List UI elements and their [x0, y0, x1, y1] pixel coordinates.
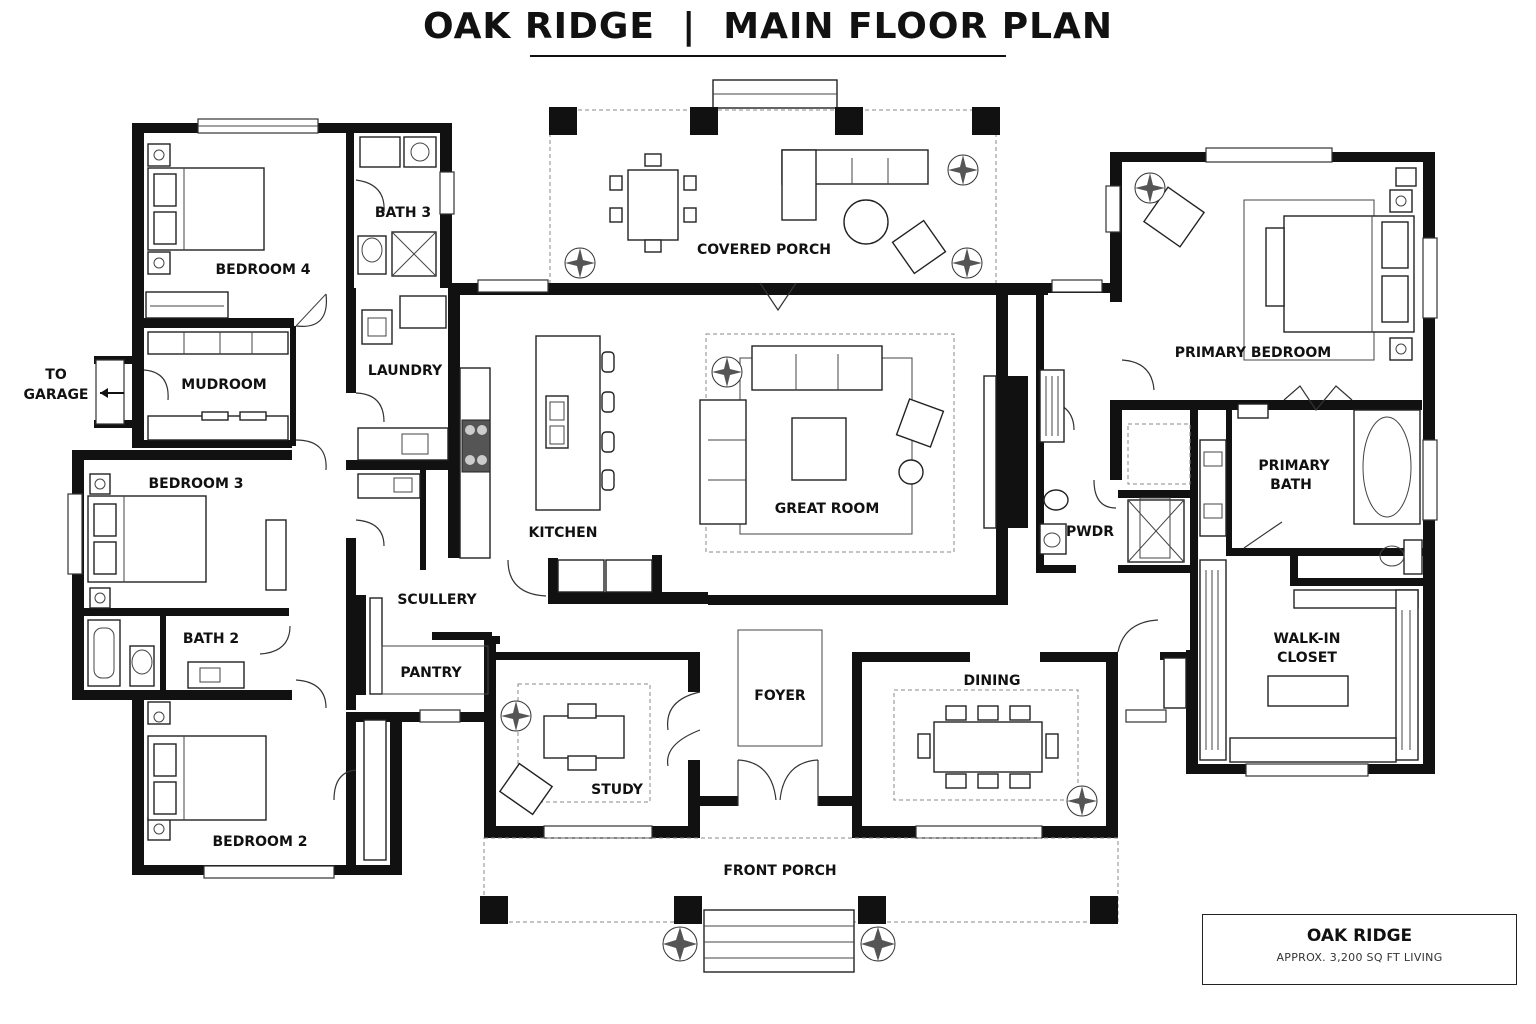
desk — [543, 715, 625, 759]
room-label-laundry: LAUNDRY — [368, 363, 443, 379]
label-to-garage-line2: GARAGE — [24, 387, 89, 403]
armchair — [498, 762, 554, 816]
great-room: GREAT ROOM COVERED PORCH — [697, 242, 1028, 553]
foyer: FOYER — [737, 629, 823, 747]
dining: DINING — [893, 673, 1098, 817]
study: STUDY — [498, 683, 651, 816]
room-label-covered-porch: COVERED PORCH — [697, 242, 831, 258]
plant-icon — [1066, 785, 1098, 817]
bedroom-2: BEDROOM 2 — [147, 701, 387, 861]
title-block-name: OAK RIDGE — [1306, 926, 1413, 946]
room-label-pantry: PANTRY — [400, 665, 462, 681]
kitchen: KITCHEN — [459, 335, 653, 593]
room-label-dining: DINING — [964, 673, 1021, 689]
plant-icon — [860, 926, 896, 962]
pantry: PANTRY — [369, 597, 489, 695]
scullery: SCULLERY — [357, 473, 477, 608]
porch-armchair — [891, 219, 947, 275]
primary-bedroom: PRIMARY BEDROOM — [1134, 167, 1417, 361]
dresser — [265, 519, 287, 591]
room-label-primary-bath-line2: BATH — [1270, 477, 1312, 493]
room-label-great-room: GREAT ROOM — [775, 501, 880, 517]
windows — [67, 118, 1438, 879]
walls — [72, 123, 1435, 875]
nightstand — [147, 143, 171, 167]
title-block-area: APPROX. 3,200 SQ FT LIVING — [1276, 951, 1443, 964]
bathtub — [87, 619, 121, 687]
plant-icon — [951, 247, 983, 279]
primary-bath: PRIMARY BATH — [1127, 403, 1423, 575]
room-label-bath-2: BATH 2 — [183, 631, 239, 647]
plant-icon — [662, 926, 698, 962]
dining-table — [933, 721, 1043, 773]
room-label-pwdr: PWDR — [1066, 524, 1114, 540]
room-label-bedroom-3: BEDROOM 3 — [149, 476, 244, 492]
armchair — [1142, 186, 1206, 248]
dresser — [145, 291, 229, 319]
arrow-left-icon — [100, 388, 124, 398]
room-label-study: STUDY — [591, 782, 644, 798]
room-label-primary-bath-line1: PRIMARY — [1258, 458, 1330, 474]
room-label-foyer: FOYER — [754, 688, 806, 704]
room-label-kitchen: KITCHEN — [529, 525, 598, 541]
closet-shelving — [1199, 559, 1227, 761]
room-label-walkin-line1: WALK-IN — [1274, 631, 1341, 647]
plan-title: OAK RIDGE | MAIN FLOOR PLAN — [422, 6, 1114, 47]
bar-stool — [601, 351, 615, 491]
hall-shelving — [1139, 497, 1187, 709]
room-label-mudroom: MUDROOM — [181, 377, 266, 393]
closet-island — [1267, 675, 1349, 707]
plant-icon — [947, 154, 979, 186]
title-underline — [530, 55, 1006, 57]
mudroom: MUDROOM TO GARAGE — [24, 331, 289, 441]
label-to-garage-line1: TO — [45, 367, 67, 383]
bath-2: BATH 2 — [87, 619, 245, 689]
room-label-bedroom-2: BEDROOM 2 — [213, 834, 308, 850]
porch-coffee-table — [843, 199, 889, 245]
walk-in-closet: WALK-IN CLOSET — [1199, 559, 1419, 763]
porch-dining-table — [627, 169, 679, 241]
coffee-table — [791, 417, 847, 481]
room-label-walkin-line2: CLOSET — [1277, 650, 1337, 666]
armchair — [895, 398, 945, 448]
plant-icon — [1134, 172, 1166, 204]
room-label-front-porch: FRONT PORCH — [723, 863, 836, 879]
bedroom-3: BEDROOM 3 — [87, 473, 287, 609]
bedroom-4: BEDROOM 4 — [145, 143, 311, 319]
room-label-primary-bedroom: PRIMARY BEDROOM — [1175, 345, 1331, 361]
porch-column — [549, 107, 1000, 135]
room-label-scullery: SCULLERY — [397, 592, 477, 608]
plant-icon — [711, 356, 743, 388]
room-label-bath-3: BATH 3 — [375, 205, 431, 221]
fireplace-hearth — [983, 375, 997, 529]
front-porch: FRONT PORCH — [480, 837, 1119, 973]
sofa — [751, 345, 883, 391]
bathtub — [1353, 409, 1421, 525]
powder-room: PWDR — [1039, 369, 1114, 555]
room-label-bedroom-4: BEDROOM 4 — [216, 262, 311, 278]
front-steps — [703, 909, 855, 973]
plant-icon — [564, 247, 596, 279]
sofa — [699, 399, 747, 525]
doors — [143, 179, 1353, 806]
covered-porch-area — [549, 79, 1000, 291]
fireplace — [1006, 376, 1028, 528]
bath-3: BATH 3 — [357, 136, 437, 277]
title-block: OAK RIDGE APPROX. 3,200 SQ FT LIVING — [1202, 914, 1517, 985]
plant-icon — [500, 700, 532, 732]
laundry: LAUNDRY — [357, 295, 449, 461]
